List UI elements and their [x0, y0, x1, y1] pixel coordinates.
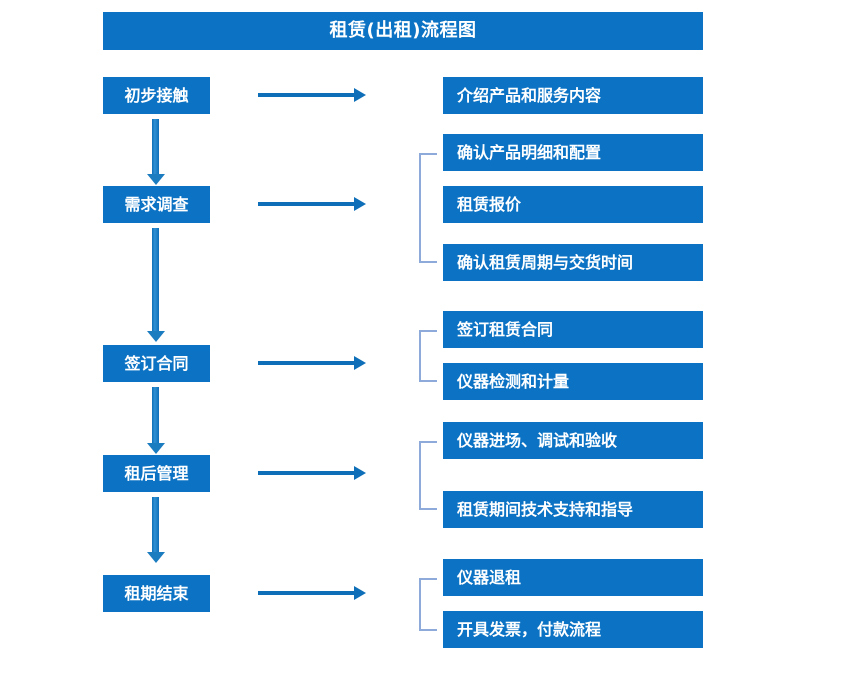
detail-label-4-1: 仪器进场、调试和验收: [457, 430, 618, 450]
detail-box-4-1[interactable]: 仪器进场、调试和验收: [443, 422, 703, 459]
group-bracket-3: [419, 330, 437, 382]
connector-arrow-down-4: [147, 497, 165, 563]
page-title: 租赁(出租)流程图: [329, 20, 477, 41]
detail-box-5-1[interactable]: 仪器退租: [443, 559, 703, 596]
stage-label-3: 签订合同: [124, 353, 189, 373]
detail-box-3-2[interactable]: 仪器检测和计量: [443, 363, 703, 400]
stage-label-5: 租期结束: [124, 583, 189, 603]
connector-arrow-down-3: [147, 387, 165, 454]
group-bracket-4: [419, 441, 437, 510]
detail-box-4-2[interactable]: 租赁期间技术支持和指导: [443, 491, 703, 528]
connector-arrow-down-1: [147, 119, 165, 185]
connector-arrow-right-4: [258, 466, 366, 480]
group-bracket-2: [419, 153, 437, 263]
diagram-title-bar: 租赁(出租)流程图: [103, 12, 703, 50]
detail-box-3-1[interactable]: 签订租赁合同: [443, 311, 703, 348]
detail-box-2-3[interactable]: 确认租赁周期与交货时间: [443, 244, 703, 281]
group-bracket-5: [419, 578, 437, 631]
stage-box-3[interactable]: 签订合同: [103, 345, 210, 382]
detail-label-2-1: 确认产品明细和配置: [457, 142, 602, 162]
stage-box-2[interactable]: 需求调查: [103, 186, 210, 223]
connector-arrow-right-2: [258, 197, 366, 211]
detail-box-1-1[interactable]: 介绍产品和服务内容: [443, 77, 703, 114]
stage-box-5[interactable]: 租期结束: [103, 575, 210, 612]
detail-label-4-2: 租赁期间技术支持和指导: [457, 499, 634, 519]
stage-box-1[interactable]: 初步接触: [103, 77, 210, 114]
stage-label-4: 租后管理: [124, 463, 189, 483]
connector-arrow-right-3: [258, 356, 366, 370]
connector-arrow-right-1: [258, 88, 366, 102]
detail-label-5-1: 仪器退租: [457, 567, 522, 587]
detail-label-2-2: 租赁报价: [457, 194, 522, 214]
detail-box-5-2[interactable]: 开具发票，付款流程: [443, 611, 703, 648]
stage-label-2: 需求调查: [124, 194, 189, 214]
detail-box-2-2[interactable]: 租赁报价: [443, 186, 703, 223]
stage-label-1: 初步接触: [124, 85, 189, 105]
stage-box-4[interactable]: 租后管理: [103, 455, 210, 492]
detail-label-1-1: 介绍产品和服务内容: [457, 85, 602, 105]
connector-arrow-right-5: [258, 586, 366, 600]
detail-label-5-2: 开具发票，付款流程: [457, 619, 602, 639]
detail-label-3-1: 签订租赁合同: [457, 319, 554, 339]
detail-box-2-1[interactable]: 确认产品明细和配置: [443, 134, 703, 171]
connector-arrow-down-2: [147, 228, 165, 342]
detail-label-2-3: 确认租赁周期与交货时间: [457, 252, 634, 272]
detail-label-3-2: 仪器检测和计量: [457, 371, 570, 391]
